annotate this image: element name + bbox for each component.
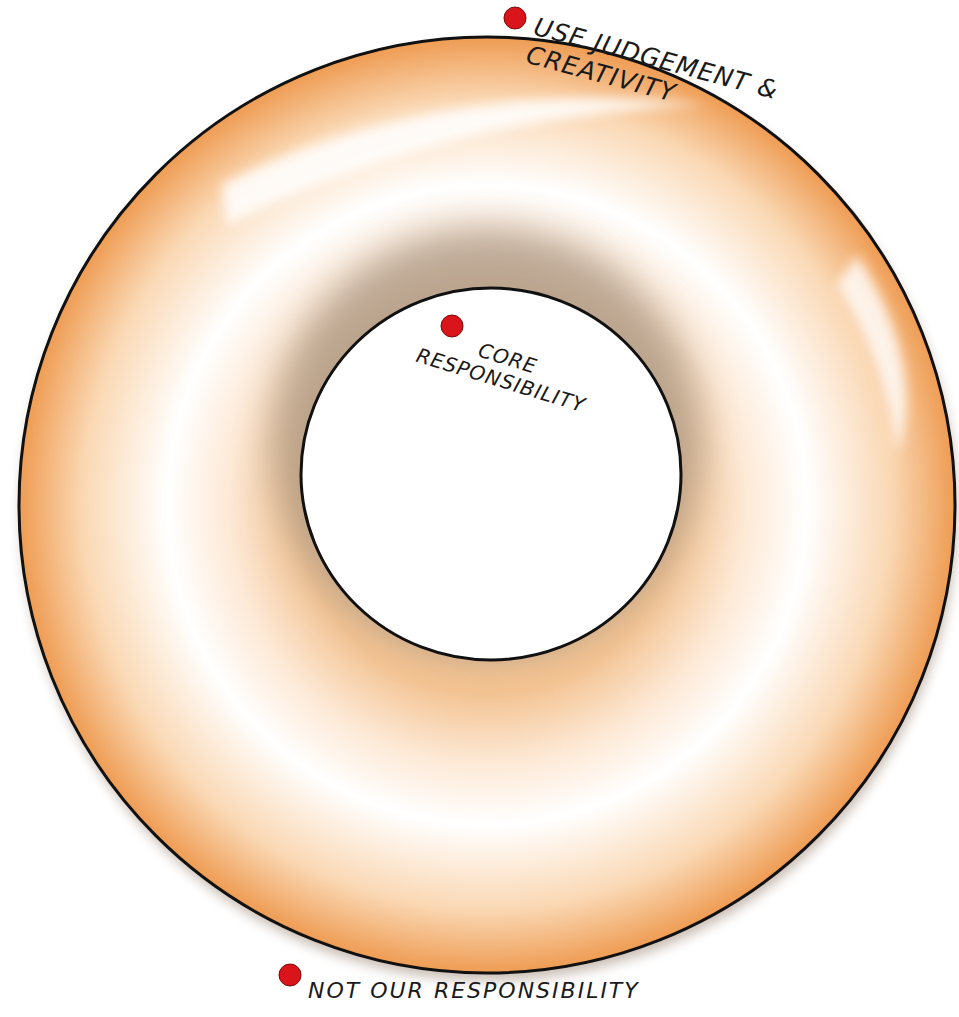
outside-label: NOT OUR RESPONSIBILITY [308, 978, 640, 1003]
ring-region: USE JUDGEMENT & CREATIVITYCORE RESPONSIB… [17, 35, 957, 975]
red-dot [279, 964, 301, 986]
core-circle: CORE RESPONSIBILITY [299, 286, 683, 662]
red-dot [504, 7, 526, 29]
